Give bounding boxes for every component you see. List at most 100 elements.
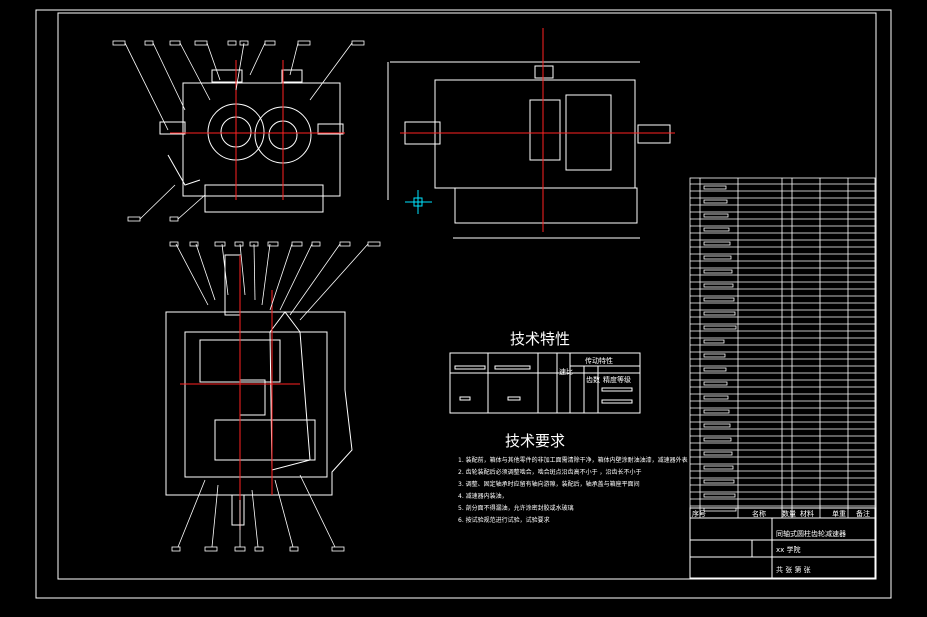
leader-line	[179, 42, 211, 101]
plan-housing-outline	[165, 311, 353, 496]
parts-list-placeholder	[703, 199, 728, 204]
leader-line	[177, 479, 206, 548]
tech-table-col-header: 传动特性	[585, 357, 613, 365]
title-block	[689, 507, 876, 579]
label-box	[171, 546, 181, 552]
tech-req-line-2: 2. 齿轮装配后必须调整啮合，啮合斑点沿齿高不小于 ，沿齿长不小于	[458, 469, 642, 476]
tech-table-sub-header-teeth: 齿数	[586, 376, 600, 384]
plan-view-leaders	[169, 241, 381, 552]
leader-line	[289, 42, 299, 76]
tech-char-title: 技术特性	[510, 330, 571, 348]
title-col-qty: 数量	[782, 510, 796, 518]
cursor-crosshair	[405, 190, 432, 214]
table-placeholder	[459, 396, 471, 401]
leader-line	[249, 42, 266, 76]
leader-line	[239, 243, 246, 296]
tech-table-sub-header-ratio: 速比	[559, 368, 573, 376]
inner-frame	[57, 12, 877, 580]
leader-line	[152, 42, 186, 111]
cursor-box	[413, 197, 423, 207]
leader-line	[299, 474, 336, 548]
parts-list-placeholder	[703, 283, 734, 288]
tech-table-sub-header-grade: 精度等级	[603, 376, 631, 384]
tech-table-outline	[449, 352, 641, 414]
title-col-material: 材料	[800, 510, 814, 518]
parts-list-placeholder	[703, 241, 731, 246]
parts-list-placeholder	[703, 381, 728, 386]
leader-line	[235, 42, 245, 91]
label-box	[169, 241, 179, 247]
lower-gear	[214, 419, 316, 461]
plan-inner-cavity	[184, 331, 328, 478]
tech-req-line-5: 5. 剖分面不得漏油，允许涂密封胶或水玻璃	[458, 505, 574, 512]
parts-list-placeholder	[703, 213, 729, 218]
parts-list-placeholder	[703, 255, 732, 260]
parts-list-placeholder	[703, 297, 735, 302]
side-view-box	[182, 82, 341, 197]
leader-line	[261, 243, 271, 306]
leader-line	[124, 42, 169, 131]
table-placeholder	[507, 396, 521, 401]
table-placeholder	[601, 399, 633, 404]
front-base	[454, 187, 638, 224]
parts-list-placeholder	[703, 325, 737, 330]
leader-line	[177, 194, 206, 220]
side-view-base	[204, 184, 324, 213]
parts-list-placeholder	[703, 339, 725, 344]
side-view-leaders	[112, 40, 365, 222]
parts-list-placeholder	[703, 395, 729, 400]
parts-list-placeholder	[703, 185, 727, 190]
label-box	[204, 546, 218, 552]
leader-line	[253, 243, 256, 301]
leader-line	[175, 243, 209, 306]
vent-cap	[281, 69, 303, 83]
front-view-centerlines	[400, 28, 675, 232]
vent-plug	[534, 65, 554, 79]
tech-requirements-list: 1. 装配前，箱体与其他零件的非加工面需清除干净，箱体内壁涂耐油油漆，减速器外表…	[458, 455, 688, 527]
parts-list-placeholder	[703, 451, 733, 456]
leader-line	[269, 243, 293, 311]
table-placeholder	[601, 387, 633, 392]
tech-char-table	[449, 352, 641, 414]
label-box	[214, 241, 226, 247]
parts-list-placeholder	[703, 353, 726, 358]
leader-line	[299, 243, 369, 321]
parts-list-placeholder	[703, 437, 732, 442]
oil-gauge	[167, 154, 201, 186]
lifting-lug	[211, 69, 243, 83]
sheet-count: 共 张 第 张	[776, 566, 811, 574]
leader-line	[251, 489, 259, 548]
shaft-lower	[231, 494, 245, 526]
leader-line	[206, 42, 221, 81]
shaft-right	[317, 123, 344, 135]
university-name: xx 学院	[776, 546, 801, 554]
bearing-cover	[529, 99, 561, 161]
shaft-left	[159, 121, 186, 135]
parts-list	[689, 177, 876, 518]
plan-view-centerlines	[180, 255, 300, 530]
leader-line	[289, 243, 341, 316]
table-placeholder	[454, 365, 486, 370]
title-col-no: 序号	[692, 510, 706, 518]
tech-req-title: 技术要求	[505, 432, 566, 450]
parts-list-placeholder	[703, 367, 727, 372]
parts-list-placeholder	[703, 269, 733, 274]
label-box	[267, 241, 279, 247]
title-col-name: 名称	[752, 510, 766, 518]
parts-list-placeholder	[703, 409, 730, 414]
label-box	[331, 546, 345, 552]
leader-line	[211, 484, 219, 548]
leader-line	[274, 479, 294, 548]
parts-list-placeholder	[703, 479, 735, 484]
label-box	[189, 241, 199, 247]
parts-list-placeholder	[703, 423, 731, 428]
leader-line	[309, 42, 353, 101]
output-shaft	[637, 124, 671, 144]
title-col-remark: 备注	[856, 510, 870, 518]
leader-line	[139, 184, 176, 220]
label-box	[234, 241, 244, 247]
outer-frame	[35, 9, 892, 599]
tech-req-line-1: 1. 装配前，箱体与其他零件的非加工面需清除干净，箱体内壁涂耐油油漆，减速器外表	[458, 457, 688, 464]
leader-line	[221, 243, 229, 296]
